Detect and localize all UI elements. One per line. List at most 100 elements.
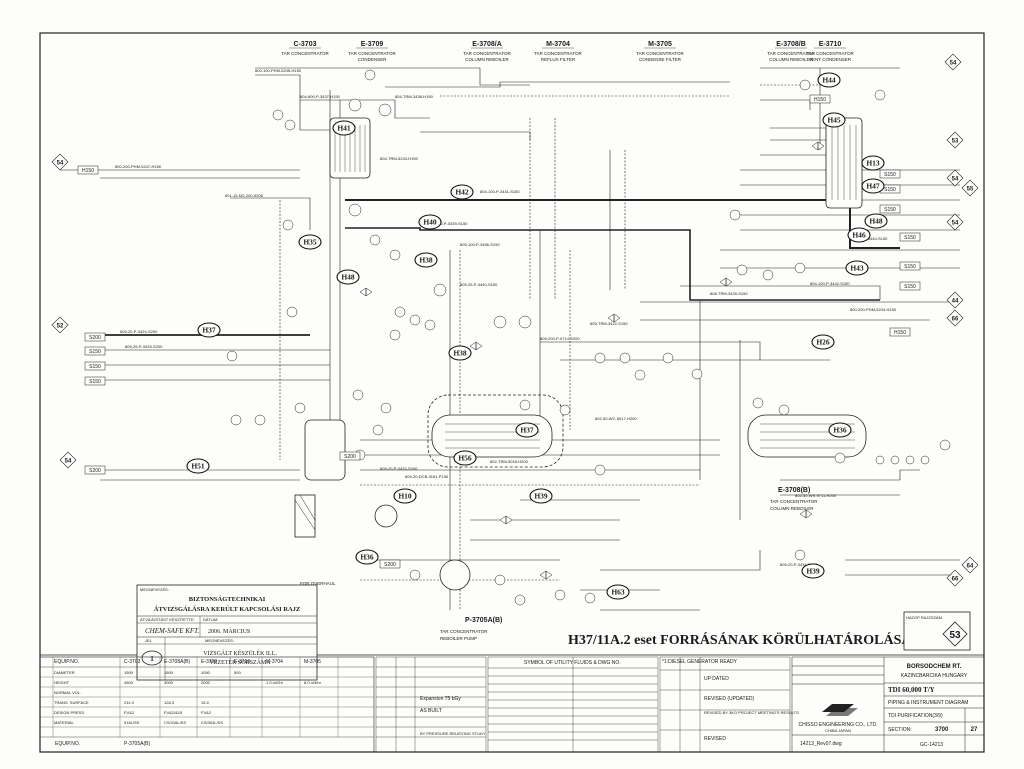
reboiler-b-tag: E-3708(B) (778, 487, 810, 494)
equipment-header-desc: REFLUX FILTER (541, 57, 576, 62)
line-spec-tag: S150 (904, 235, 916, 241)
line-number-label: 809-TRM-3422-S150 (590, 321, 628, 326)
line-number-label: 809-25-P-3425-S200 (125, 344, 163, 349)
hazard-node-label: H39 (534, 492, 548, 501)
line-spec-tag: H150 (894, 330, 906, 336)
line-spec-tag-box (84, 346, 106, 356)
valves (359, 141, 825, 580)
hazard-node-label: H36 (833, 426, 847, 435)
line-spec-tag: S200 (89, 468, 101, 474)
hazard-node-bubble (801, 563, 825, 579)
hazard-node-bubble (828, 422, 852, 438)
hazard-node-bubble (450, 184, 474, 200)
equipment-table-cell: DESIGN PRESS. (54, 710, 85, 715)
sheet-connector-number: 66 (952, 317, 959, 323)
safety-title-1: BIZTONSÁGTECHNIKAI (189, 595, 266, 603)
line-spec-tag-box (77, 165, 99, 175)
hazard-node-label: H38 (419, 256, 433, 265)
instrument-bubbles (226, 69, 951, 606)
hazard-node-label: H51 (191, 462, 205, 471)
hazard-node-label: H26 (816, 338, 830, 347)
hazard-node-bubble (393, 488, 417, 504)
hazard-node-bubble (418, 214, 442, 230)
hazard-node-label: H45 (827, 116, 841, 125)
revision-2: REVISED (UPDATED) (704, 696, 755, 702)
line-number-label: 800-100-PHM-5245-H150 (255, 68, 302, 73)
equipment-header-desc: VENT CONDENSER (809, 57, 852, 62)
line-spec-tag-box (889, 327, 911, 337)
hazard-node-label: H36 (360, 553, 374, 562)
hazard-node-label: H56 (458, 454, 472, 463)
sheet-connector-hexagon (961, 556, 979, 574)
equipment-header-desc: CONDENSE FILTER (639, 57, 682, 62)
date-header: DÁTUM: (203, 617, 218, 622)
line-spec-tag-box (84, 361, 106, 371)
hazard-node-bubble (515, 422, 539, 438)
reboiler-b-desc-2: COLUMN REBOILER (770, 506, 814, 511)
equipment-table-cell: HEIGHT (54, 680, 70, 685)
pump-tag: P-3705A(B) (465, 617, 502, 624)
equipment-header-tag: E-3710 (819, 41, 842, 48)
line-spec-tag-box (899, 281, 921, 291)
company-location: KAZINCBARCIKA HUNGARY (901, 673, 968, 679)
note-pressure-relief: BY PRESSURE RELIEVING STUDY (420, 731, 486, 736)
sheet-connector-hexagon (59, 451, 77, 469)
line-spec-tag: S150 (904, 264, 916, 270)
equipment-table-cell: 1.0 m2/hr (266, 680, 284, 685)
company-name: BORSODCHEM RT. (907, 664, 962, 670)
pump-desc-2: REBOILER PUMP (440, 636, 477, 641)
line-spec-tag: S150 (89, 349, 101, 355)
equipment-table-cell: 2000 (201, 680, 211, 685)
hazard-node-bubble (448, 345, 472, 361)
equipment-header-tag: E-3708/B (776, 41, 806, 48)
hazard-node-label: H47 (866, 182, 880, 191)
sheet-connector-number: 54 (952, 221, 959, 227)
safety-title-header: MEGNEVEZÉS: (140, 587, 169, 592)
hazard-node-label: H43 (850, 264, 864, 273)
equipment-header-desc: TAR CONCENTRATOR (806, 51, 854, 56)
line-number-label: 804-TRM-3438-H150 (395, 94, 434, 99)
hazard-node-bubble (811, 334, 835, 350)
line-number-label: 809-200-P-9714-S200 (540, 336, 580, 341)
sheet-connector-number: 44 (952, 299, 959, 305)
hazard-node-bubble (845, 260, 869, 276)
hazard-node-label: H48 (341, 273, 355, 282)
legend-name-2: VEZETÉK SORSZÁMA (209, 658, 271, 666)
line-number-label: 804-100-P-3442-S150 (810, 281, 850, 286)
note-as-built: AS BUILT (420, 708, 442, 714)
hazard-node-bubble (817, 72, 841, 88)
hazard-node-bubbles: H41H44H45H13H47H48H46H43H42H40H35H48H38H… (186, 72, 888, 600)
hazard-node-label: H41 (337, 124, 351, 133)
line-number-label: 809-20-P-3424-S200 (120, 329, 158, 334)
line-spec-tag: S200 (344, 454, 356, 460)
equipment-table-cell: 211.9 (124, 700, 134, 705)
line-spec-tag: S150 (884, 172, 896, 178)
equipment-header-desc: TAR CONCENTRATOR (348, 51, 396, 56)
hazard-node-bubble (847, 227, 871, 243)
line-number-label: 802-50-WC-5017-H200 (595, 416, 637, 421)
sheet-number: 27 (971, 727, 978, 733)
equipment-table-cell: 500 (234, 670, 241, 675)
sheet-connector-number: 54 (57, 161, 64, 167)
sheet-connector-number: 52 (57, 324, 64, 330)
equipment-table-header: M-3704 (266, 659, 283, 665)
line-number-label: 809-20-DCB-3181-P150 (405, 474, 449, 479)
hazard-node-bubble (186, 458, 210, 474)
equipment-table-cell: FV&2 (124, 710, 135, 715)
sheet-connector-hexagon (946, 309, 964, 327)
revision-1: UP DATED (704, 676, 729, 682)
line-spec-tag: S150 (89, 364, 101, 370)
pump-desc-1: TAR CONCENTRATOR (440, 629, 488, 634)
prepared-header: ÁTVILÁGÍTÁST KÉSZÍTETTE: (140, 617, 195, 622)
equipment-table-cell: CS/316L/SS (164, 720, 186, 725)
hazop-number-label: HAZOP RAJZSZÁM (906, 615, 942, 620)
section-label: SECTION: (888, 727, 912, 733)
line-spec-tag: H150 (82, 168, 94, 174)
hazard-node-bubble (197, 322, 221, 338)
equipment-table-cell: TRANS. SURFACE (54, 700, 89, 705)
hazard-node-label: H46 (852, 231, 866, 240)
hazard-node-label: H42 (455, 188, 469, 197)
hazard-node-label: H37 (202, 326, 216, 335)
equipment-header-desc: COLUMN REBOILER (465, 57, 509, 62)
